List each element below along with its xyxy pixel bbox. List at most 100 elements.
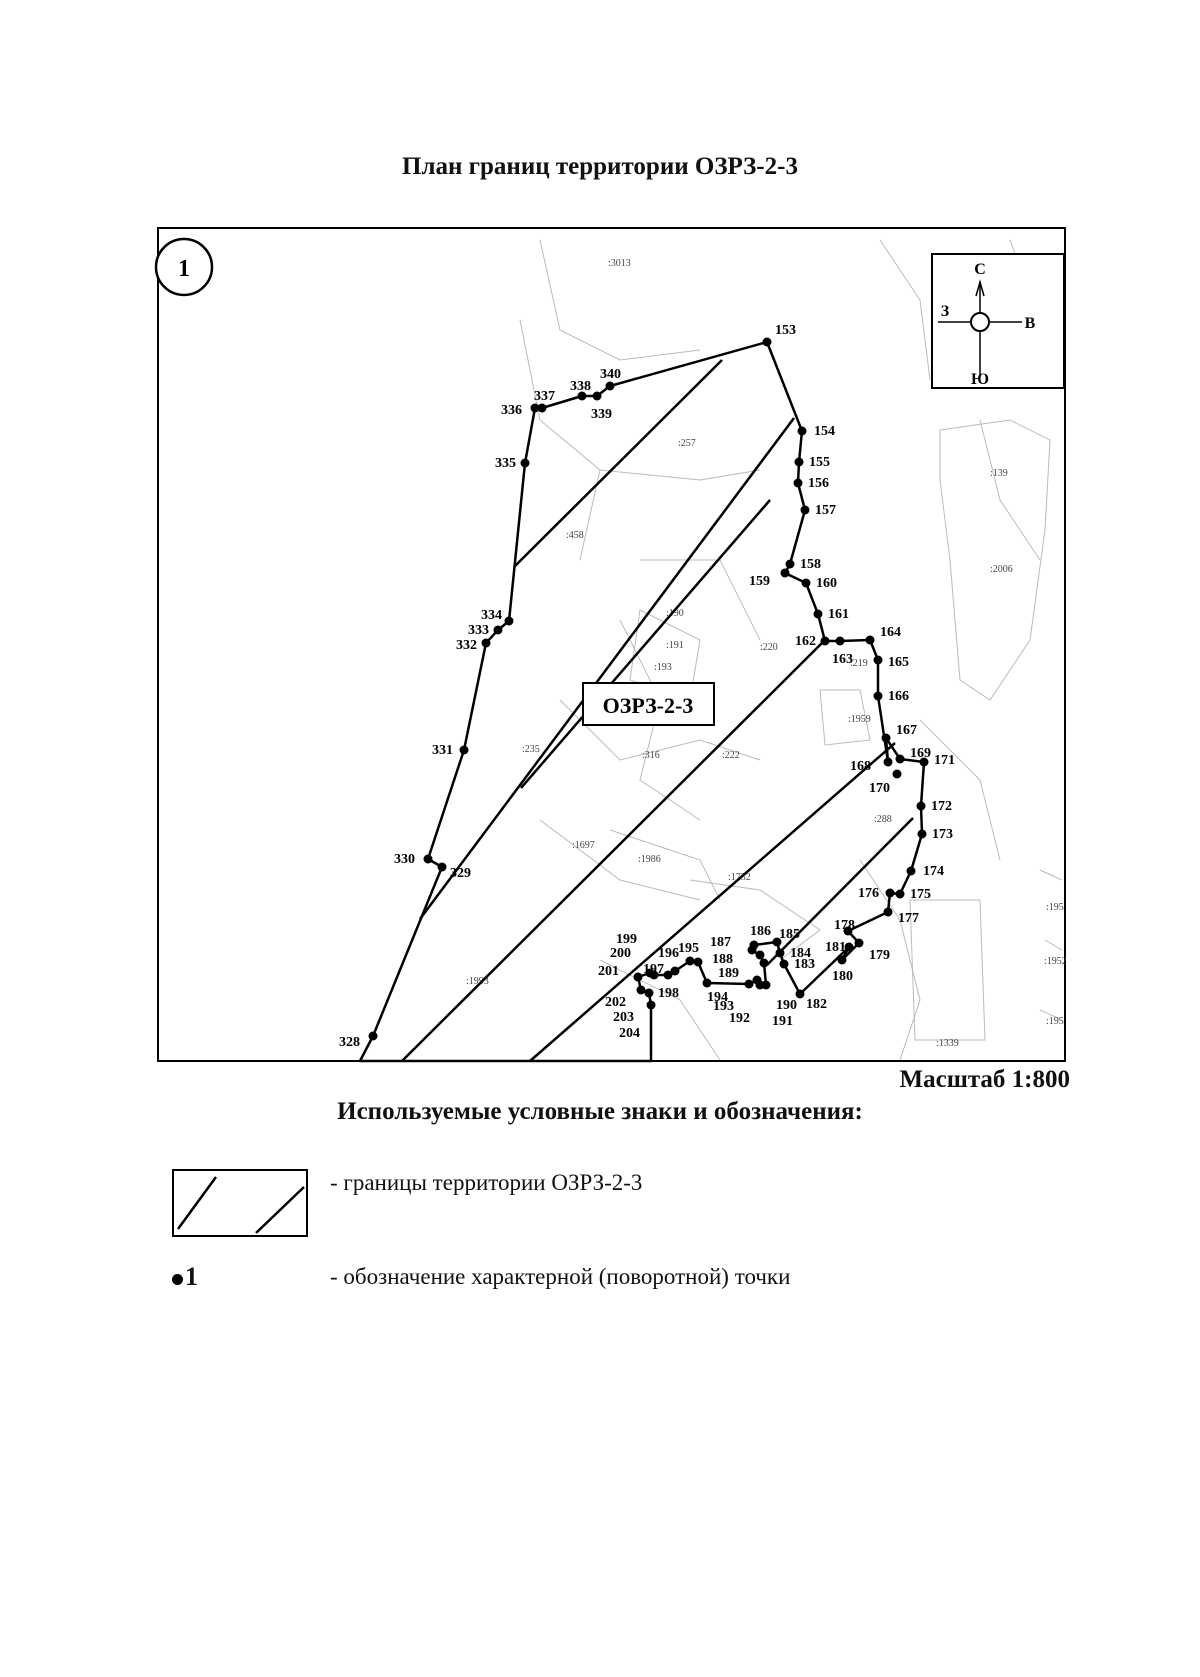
turning-point-179	[854, 938, 864, 948]
turning-point-label-197: 197	[643, 962, 664, 977]
turning-point-label-189: 189	[718, 966, 739, 981]
turning-point-label-190: 190	[776, 998, 797, 1013]
turning-point-label-162: 162	[795, 634, 816, 649]
turning-point-label-338: 338	[570, 379, 591, 394]
turning-point-label-196: 196	[658, 946, 679, 961]
turning-point-label-176: 176	[858, 886, 879, 901]
turning-point-156	[793, 478, 803, 488]
turning-point-155	[794, 457, 804, 467]
turning-point-154	[797, 426, 807, 436]
turning-point-label-195: 195	[678, 941, 699, 956]
turning-point-label-331: 331	[432, 743, 453, 758]
turning-point-label-175: 175	[910, 887, 931, 902]
turning-point-label-202: 202	[605, 995, 626, 1010]
turning-point-label-193: 193	[713, 999, 734, 1014]
turning-point-159	[780, 568, 790, 578]
turning-point-188	[755, 950, 765, 960]
turning-point-label-156: 156	[808, 476, 829, 491]
point-dot-icon	[172, 1273, 183, 1285]
turning-point-339	[592, 391, 602, 401]
turning-point-label-183: 183	[794, 957, 815, 972]
turning-point-label-153: 153	[775, 323, 796, 338]
parcel-label: :190	[666, 608, 684, 619]
zone-label: ОЗРЗ-2-3	[603, 693, 694, 718]
turning-point-335	[520, 458, 530, 468]
parcel-label: :191	[666, 640, 684, 651]
turning-point-161	[813, 609, 823, 619]
turning-point-label-187: 187	[710, 935, 731, 950]
turning-point-label-180: 180	[832, 969, 853, 984]
turning-point-label-340: 340	[600, 367, 621, 382]
parcel-label: :193	[654, 662, 672, 673]
legend-point-symbol: 1	[172, 1262, 198, 1292]
turning-point-label-203: 203	[613, 1010, 634, 1025]
turning-point-333	[493, 625, 503, 635]
turning-point-label-160: 160	[816, 576, 837, 591]
turning-point-label-165: 165	[888, 655, 909, 670]
turning-point-label-166: 166	[888, 689, 909, 704]
parcel-label: :1339	[936, 1038, 959, 1049]
turning-point-185	[772, 937, 782, 947]
turning-point-label-335: 335	[495, 456, 516, 471]
turning-point-label-328: 328	[339, 1035, 360, 1050]
parcel-label: :3013	[608, 258, 631, 269]
turning-point-337	[537, 403, 547, 413]
map-frame	[157, 227, 1066, 1062]
turning-point-204	[646, 1000, 656, 1010]
turning-point-162	[820, 636, 830, 646]
turning-point-label-170: 170	[869, 781, 890, 796]
turning-point-203	[644, 988, 654, 998]
turning-point-label-182: 182	[806, 997, 827, 1012]
turning-point-168	[883, 757, 893, 767]
turning-point-label-188: 188	[712, 952, 733, 967]
turning-point-label-163: 163	[832, 652, 853, 667]
map-scale: Масштаб 1:800	[899, 1066, 1070, 1093]
turning-point-332	[481, 638, 491, 648]
turning-point-label-174: 174	[923, 864, 944, 879]
turning-point-label-337: 337	[534, 389, 555, 404]
turning-point-label-168: 168	[850, 759, 871, 774]
legend-hatch-swatch	[172, 1169, 308, 1237]
turning-point-label-173: 173	[932, 827, 953, 842]
turning-point-label-161: 161	[828, 607, 849, 622]
turning-point-label-178: 178	[834, 918, 855, 933]
parcel-label: :235	[522, 744, 540, 755]
turning-point-label-177: 177	[898, 911, 919, 926]
turning-point-label-329: 329	[450, 866, 471, 881]
turning-point-336	[530, 403, 540, 413]
legend-point-number: 1	[185, 1262, 198, 1291]
parcel-label: :1959	[848, 714, 871, 725]
compass-east: В	[1025, 315, 1036, 332]
turning-point-167	[881, 733, 891, 743]
turning-point-label-198: 198	[658, 986, 679, 1001]
turning-point-160	[801, 578, 811, 588]
turning-point-label-169: 169	[910, 746, 931, 761]
turning-point-196	[685, 956, 695, 966]
turning-point-172	[916, 801, 926, 811]
turning-point-195	[693, 957, 703, 967]
turning-point-label-192: 192	[729, 1011, 750, 1026]
legend-item-boundary: - границы территории ОЗРЗ-2-3	[330, 1170, 643, 1195]
turning-point-label-191: 191	[772, 1014, 793, 1029]
parcel-labels: :3013:257:458:139:2006:190:191:193:220:2…	[466, 258, 1067, 1049]
turning-point-label-179: 179	[869, 948, 890, 963]
turning-point-label-336: 336	[501, 403, 522, 418]
turning-point-165	[873, 655, 883, 665]
turning-point-340	[605, 381, 615, 391]
turning-point-label-167: 167	[896, 723, 917, 738]
turning-point-328	[368, 1031, 378, 1041]
turning-point-label-330: 330	[394, 852, 415, 867]
turning-point-label-339: 339	[591, 407, 612, 422]
compass-west: З	[941, 303, 950, 320]
turning-point-166	[873, 691, 883, 701]
sheet-number-circle	[154, 237, 214, 297]
compass-rose: С Ю З В	[931, 253, 1065, 389]
turning-point-label-186: 186	[750, 924, 771, 939]
parcel-label: :219	[850, 658, 868, 669]
legend-title: Используемые условные знаки и обозначени…	[337, 1098, 863, 1125]
turning-point-189	[759, 958, 769, 968]
turning-point-163	[835, 636, 845, 646]
parcel-label: :458	[566, 530, 584, 541]
